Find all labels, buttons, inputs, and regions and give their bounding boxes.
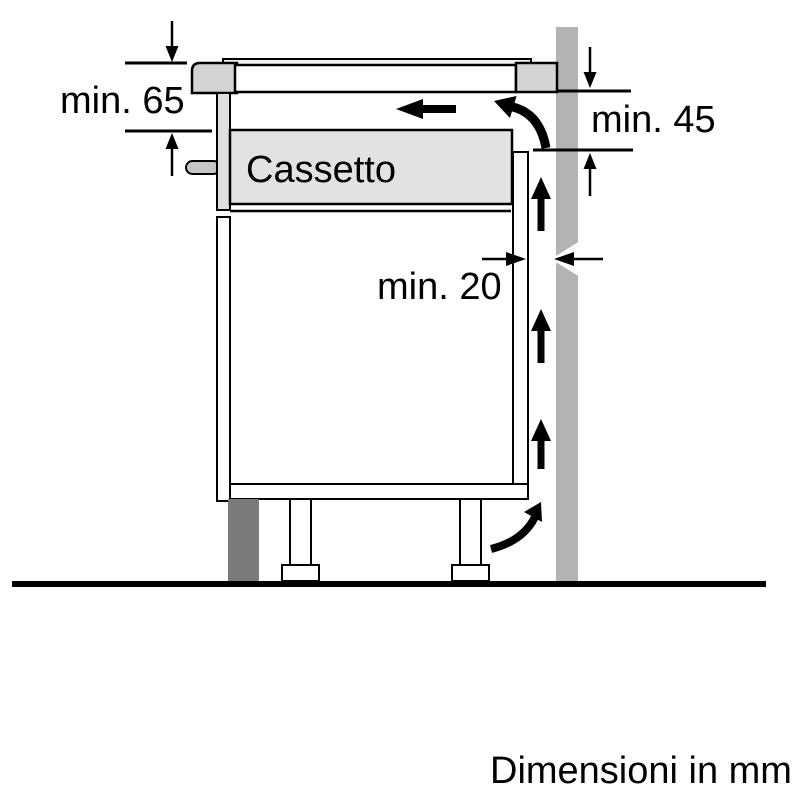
cabinet-bottom-panel bbox=[229, 483, 529, 500]
min20-arrow-right bbox=[482, 252, 526, 266]
airflow-arrow-up-3 bbox=[531, 419, 551, 469]
worktop-left-section bbox=[190, 61, 239, 95]
worktop-right-section bbox=[514, 61, 559, 94]
cabinet-leg-2-foot bbox=[451, 564, 490, 582]
airflow-arrow-curved-bottom bbox=[489, 502, 542, 553]
min45-label: min. 45 bbox=[591, 99, 716, 141]
wall bbox=[556, 27, 578, 581]
airflow-arrow-up-1 bbox=[531, 177, 551, 231]
min20-label: min. 20 bbox=[377, 266, 502, 308]
airflow-arrow-up-2 bbox=[531, 309, 551, 363]
cabinet-back-panel bbox=[512, 151, 529, 485]
drawer-handle bbox=[185, 160, 221, 175]
drawer-box bbox=[228, 128, 514, 206]
cabinet-leg-1-foot bbox=[281, 564, 320, 582]
min45-arrow-down bbox=[583, 47, 597, 88]
hob-body bbox=[233, 63, 518, 94]
airflow-arrow-curved-top bbox=[494, 96, 551, 149]
airflow-arrow-left bbox=[396, 99, 456, 119]
cabinet-leg-1 bbox=[289, 498, 312, 566]
cabinet-side-panel-upper bbox=[216, 92, 231, 211]
cabinet-side-panel-lower bbox=[216, 216, 231, 502]
min65-arrow-up bbox=[165, 133, 179, 176]
plinth bbox=[228, 499, 259, 581]
min65-arrow-down bbox=[165, 21, 179, 62]
units-caption: Dimensioni in mm bbox=[490, 750, 792, 792]
cabinet-leg-2 bbox=[459, 498, 482, 566]
drawer-label: Cassetto bbox=[246, 149, 396, 191]
min65-label: min. 65 bbox=[60, 80, 185, 122]
ground-line bbox=[12, 581, 766, 587]
min20-arrow-left bbox=[554, 252, 603, 266]
min45-arrow-up bbox=[583, 153, 597, 196]
